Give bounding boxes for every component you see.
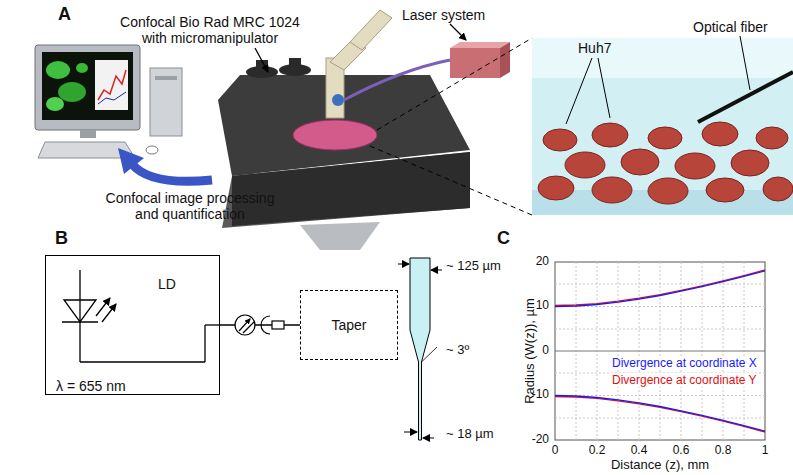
- zoom-line: [377, 38, 532, 130]
- arrow-head: [118, 148, 144, 174]
- label: 0.4: [631, 444, 648, 458]
- label: 0.2: [589, 444, 606, 458]
- label: ~ 125 µm: [446, 259, 501, 274]
- fiber-taper: [398, 258, 442, 440]
- label: 20: [536, 255, 549, 269]
- leader-line: [255, 48, 268, 72]
- computer: [35, 45, 182, 158]
- node-text: LD: [158, 276, 176, 292]
- label: 0.6: [673, 444, 690, 458]
- label: Optical fiber: [693, 19, 768, 35]
- label: ~ 3º: [446, 343, 469, 358]
- micromanipulator: [326, 10, 450, 118]
- attenuator-symbol: [235, 315, 255, 335]
- label: Confocal Bio Rad MRC 1024 with micromani…: [118, 14, 303, 46]
- microscope: [218, 58, 470, 250]
- legend-entry: Divergence at coordinate X: [610, 356, 759, 370]
- taper-box: Taper: [300, 290, 398, 360]
- leader-line: [450, 24, 466, 40]
- node-text: λ = 655 nm: [56, 378, 126, 394]
- label: 10: [536, 299, 549, 313]
- leader-line: [598, 58, 610, 118]
- flow-arrow: [132, 164, 212, 181]
- leader-line: [740, 36, 750, 90]
- label: Laser system: [402, 7, 485, 23]
- laser-box: [450, 42, 510, 78]
- plot: [555, 262, 765, 440]
- laser-diode-symbol: [62, 270, 220, 362]
- label: -10: [532, 388, 549, 402]
- panel-letter: C: [497, 228, 510, 249]
- cell-inset: [532, 38, 793, 215]
- panel-letter: A: [58, 4, 71, 25]
- label: -20: [532, 433, 549, 447]
- label: Huh7: [578, 40, 611, 56]
- zoom-line: [370, 146, 532, 215]
- label: 1: [762, 444, 769, 458]
- label: ~ 18 µm: [446, 427, 494, 442]
- label: 0.8: [715, 444, 732, 458]
- label: 0: [542, 344, 549, 358]
- leader-line: [566, 58, 592, 124]
- label: Confocal image processing and quantifica…: [100, 190, 280, 222]
- label: Distance (z), mm: [611, 458, 709, 473]
- connector-symbol: [261, 316, 284, 334]
- panel-letter: B: [55, 228, 68, 249]
- fiber-line: [220, 324, 300, 325]
- label: 0: [552, 444, 559, 458]
- legend-entry: Divergence at coordinate Y: [610, 373, 759, 387]
- node-text: Taper: [331, 317, 366, 333]
- laser-source-box: LD λ = 655 nm: [45, 255, 220, 395]
